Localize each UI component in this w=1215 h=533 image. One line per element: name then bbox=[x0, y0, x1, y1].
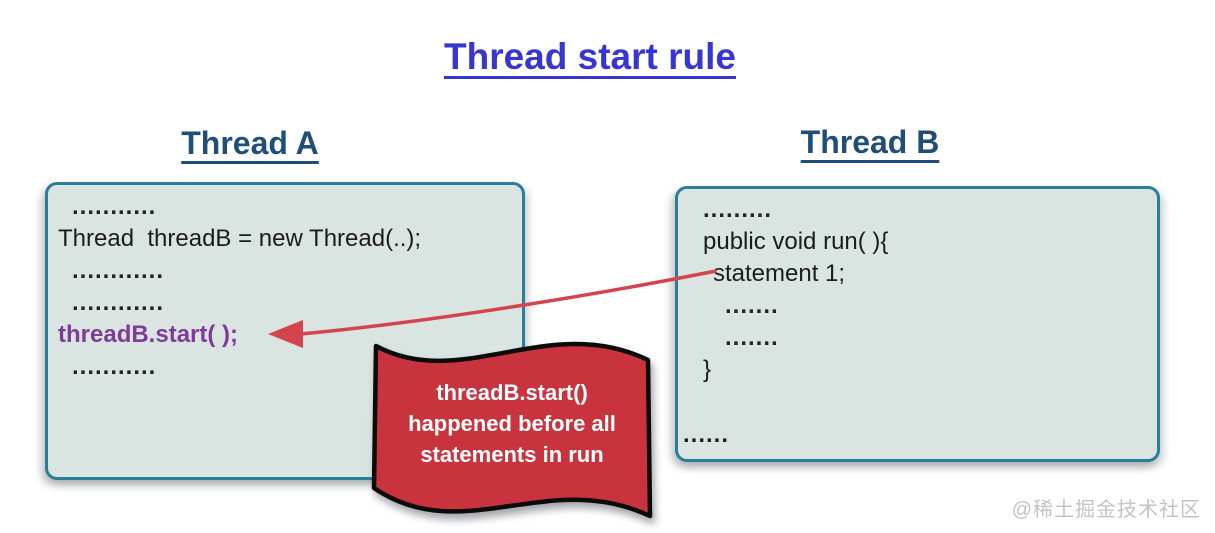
thread-a-heading: Thread A bbox=[181, 125, 319, 161]
dots-line: ....... bbox=[725, 292, 779, 319]
code-line-run-signature: public void run( ){ bbox=[703, 228, 889, 255]
code-line-closing-brace: } bbox=[703, 356, 712, 383]
code-line-thread-start-call: threadB.start( ); bbox=[58, 321, 239, 348]
dots-line: ...... bbox=[683, 421, 730, 448]
thread-b-heading: Thread B bbox=[800, 124, 940, 160]
code-line-thread-declaration: Thread threadB = new Thread(..); bbox=[58, 225, 422, 252]
watermark: @稀土掘金技术社区 bbox=[1011, 499, 1201, 521]
banner-line: threadB.start() bbox=[436, 380, 588, 405]
code-line-statement-1: statement 1; bbox=[713, 260, 846, 287]
dots-line: ............ bbox=[72, 257, 165, 284]
banner-line: statements in run bbox=[420, 442, 604, 467]
thread-b-box: ......... public void run( ){ statement … bbox=[675, 186, 1160, 462]
banner-text: threadB.start() happened before all stat… bbox=[388, 377, 636, 470]
diagram-title: Thread start rule bbox=[444, 36, 736, 77]
dots-line: ....... bbox=[725, 324, 779, 351]
dots-line: ........... bbox=[72, 193, 157, 220]
banner-line: happened before all bbox=[408, 411, 616, 436]
dots-line: ............ bbox=[72, 289, 165, 316]
dots-line: ........... bbox=[72, 353, 157, 380]
dots-line: ......... bbox=[703, 196, 773, 223]
